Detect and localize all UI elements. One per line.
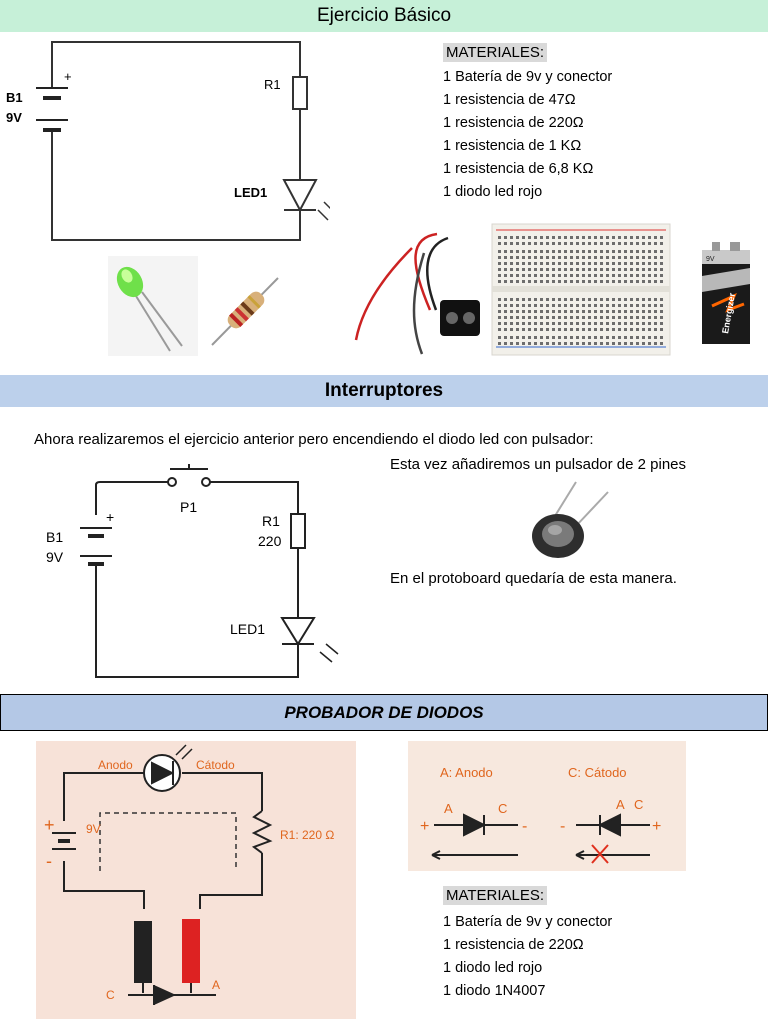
switch-schematic: P1 + B1 9V R1 220 LED1 — [46, 464, 339, 678]
switch-label: P1 — [180, 499, 197, 515]
polarity-minus-left: - — [522, 818, 527, 835]
list-item: 1 diodo led rojo — [443, 960, 543, 976]
polarity-cathode-label: C: Cátodo — [568, 765, 627, 780]
switch-led-label: LED1 — [230, 621, 265, 637]
polarity-plus-right: + — [652, 818, 661, 835]
polarity-c-left: C — [498, 801, 507, 816]
tester-materials: MATERIALES: 1 Batería de 9v y conector 1… — [443, 886, 612, 1003]
list-item: 1 resistencia de 220Ω — [443, 115, 584, 131]
switch-battery-name: B1 — [46, 529, 63, 545]
polarity-plus-left: + — [420, 818, 429, 835]
list-item: 1 Batería de 9v y conector — [443, 914, 613, 930]
tester-cathode-label: Cátodo — [196, 758, 235, 772]
breadboard-photo — [491, 223, 671, 356]
battery-connector-photo — [354, 232, 480, 355]
list-item: 1 resistencia de 47Ω — [443, 92, 576, 108]
polarity-a-right: A — [616, 797, 625, 812]
list-item: 1 diodo led rojo — [443, 184, 543, 200]
tester-resistor-label: R1: 220 Ω — [280, 828, 334, 842]
switch-resistor-label: R1 — [262, 513, 280, 529]
polarity-c-right: C — [634, 797, 643, 812]
section-title-switches: Interruptores — [0, 375, 768, 407]
section-title-diode-tester-text: PROBADOR DE DIODOS — [284, 702, 484, 722]
tester-a-label: A — [212, 978, 220, 992]
switch-battery-value: 9V — [46, 549, 64, 565]
basic-materials-list: 1 Batería de 9v y conector 1 resistencia… — [443, 66, 612, 204]
list-item: 1 Batería de 9v y conector — [443, 69, 613, 85]
tester-plus-label: + — [44, 815, 55, 835]
green-led-photo — [108, 256, 198, 356]
basic-schematic: + B1 9V R1 LED1 — [6, 41, 330, 241]
polarity-minus-right: - — [560, 818, 565, 835]
protoboard-note: En el protoboard quedaría de esta manera… — [390, 570, 677, 587]
switches-intro: Ahora realizaremos el ejercicio anterior… — [34, 431, 594, 448]
list-item: 1 resistencia de 6,8 KΩ — [443, 161, 594, 177]
switch-battery-plus: + — [106, 509, 114, 525]
list-item: 1 resistencia de 220Ω — [443, 937, 584, 953]
basic-battery-plus: + — [64, 69, 72, 84]
section-title-diode-tester: PROBADOR DE DIODOS — [0, 694, 768, 731]
basic-battery-value: 9V — [6, 110, 22, 125]
pushbutton-photo — [532, 481, 609, 558]
section-title-switches-text: Interruptores — [324, 380, 444, 401]
tester-minus-label: - — [46, 851, 52, 871]
diode-polarity-photo: A: Anodo C: Cátodo A C + - A C - + — [408, 741, 686, 871]
switch-resistor-value: 220 — [258, 533, 282, 549]
tester-c-label: C — [106, 988, 115, 1002]
list-item: 1 resistencia de 1 KΩ — [443, 138, 582, 154]
tester-anode-label: Anodo — [98, 758, 133, 772]
diode-tester-photo: Anodo Cátodo + - 9V R1: 220 Ω C A — [36, 741, 356, 1019]
basic-battery-name: B1 — [6, 90, 23, 105]
basic-resistor-label: R1 — [264, 77, 281, 92]
section-title-basic-text: Ejercicio Básico — [316, 5, 452, 26]
tester-battery-label: 9V — [86, 822, 101, 836]
tester-materials-title: MATERIALES: — [443, 886, 548, 905]
list-item: 1 diodo 1N4007 — [443, 983, 546, 999]
battery-top-label: 9V — [706, 256, 715, 263]
switches-note: Esta vez añadiremos un pulsador de 2 pin… — [390, 456, 687, 473]
section-title-basic: Ejercicio Básico — [0, 0, 768, 32]
polarity-anode-label: A: Anodo — [440, 765, 493, 780]
tester-materials-list: 1 Batería de 9v y conector 1 resistencia… — [443, 911, 612, 1003]
energizer-battery-photo: 9V Energizer — [702, 242, 750, 344]
basic-led-label: LED1 — [234, 185, 267, 200]
basic-materials-title: MATERIALES: — [443, 43, 548, 62]
polarity-a-left: A — [444, 801, 453, 816]
resistor-photo — [211, 277, 279, 346]
basic-materials: MATERIALES: 1 Batería de 9v y conector 1… — [443, 43, 612, 204]
